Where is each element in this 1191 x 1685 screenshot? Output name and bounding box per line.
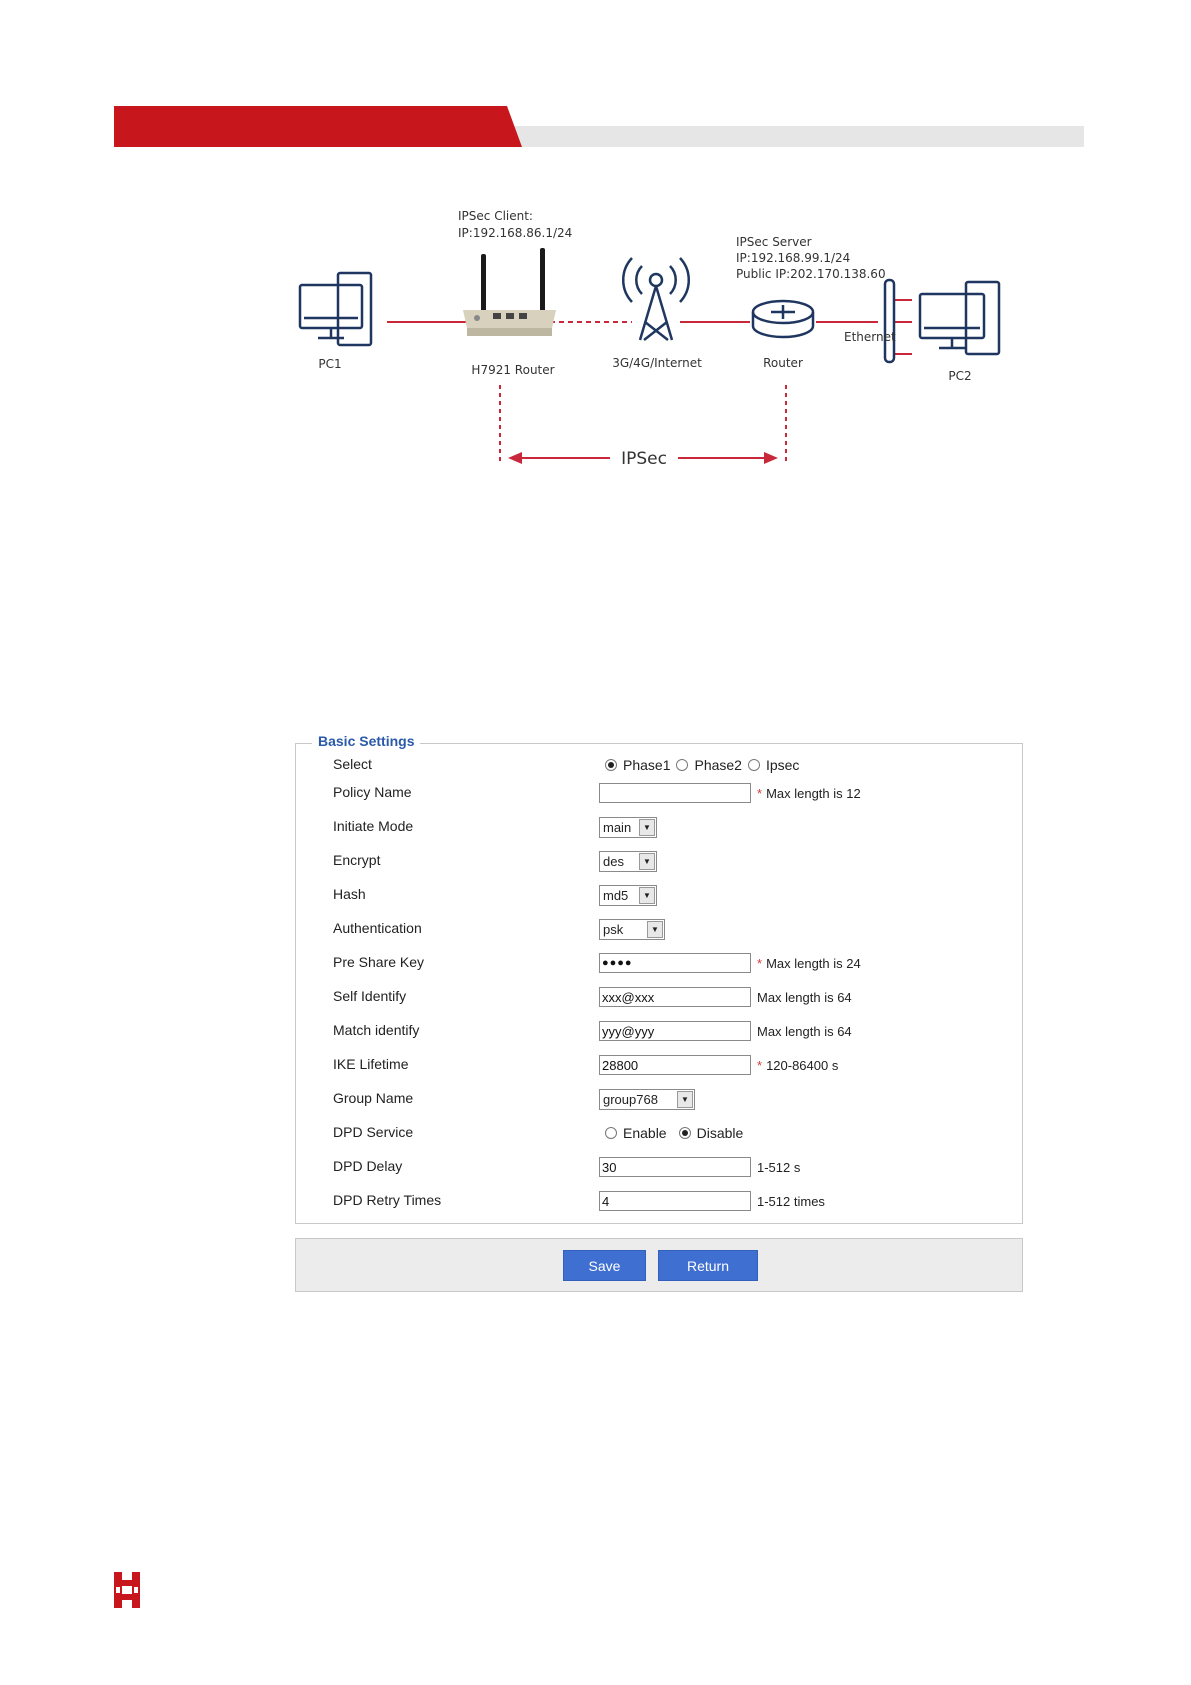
self-identify-input[interactable]: xxx@xxx	[599, 987, 751, 1007]
authentication-label: Authentication	[333, 920, 422, 936]
network-diagram: PC1 H7921 Router IPSec Client: IP:192.16…	[298, 209, 1001, 469]
ethernet-label: Ethernet	[844, 330, 896, 344]
return-button[interactable]: Return	[658, 1250, 758, 1281]
policy-name-row: Policy Name *Max length is 12	[296, 780, 1022, 806]
hash-select[interactable]: md5 ▼	[599, 884, 657, 906]
dpd-delay-row: DPD Delay 30 1-512 s	[296, 1154, 1022, 1180]
basic-settings-panel: Select Phase1 Phase2 Ipsec Policy Name *…	[295, 743, 1023, 1224]
internet-label: 3G/4G/Internet	[612, 356, 702, 370]
policy-name-label: Policy Name	[333, 784, 412, 800]
phase2-label: Phase2	[694, 757, 742, 773]
dpd-service-row: DPD Service Enable Disable	[296, 1120, 1022, 1146]
pc2-icon	[918, 280, 1001, 356]
encrypt-value: des	[603, 853, 624, 869]
chevron-down-icon: ▼	[639, 852, 655, 870]
brand-logo-icon	[114, 1572, 140, 1608]
cell-tower-icon	[622, 257, 690, 341]
dpd-retry-hint: 1-512 times	[757, 1193, 825, 1209]
match-identify-label: Match identify	[333, 1022, 420, 1038]
policy-name-hint: Max length is 12	[766, 785, 861, 801]
required-marker: *	[757, 955, 763, 971]
dpd-enable-radio[interactable]	[605, 1127, 617, 1139]
pre-share-key-label: Pre Share Key	[333, 954, 425, 970]
chevron-down-icon: ▼	[639, 886, 655, 904]
authentication-row: Authentication psk ▼	[296, 916, 1022, 942]
group-name-label: Group Name	[333, 1090, 414, 1106]
select-label: Select	[333, 756, 372, 772]
self-identify-hint: Max length is 64	[757, 989, 852, 1005]
hash-value: md5	[603, 887, 629, 903]
dpd-enable-label: Enable	[623, 1125, 667, 1141]
dpd-retry-row: DPD Retry Times 4 1-512 times	[296, 1188, 1022, 1214]
pre-share-key-row: Pre Share Key ●●●● *Max length is 24	[296, 950, 1022, 976]
button-bar: Save Return	[295, 1238, 1023, 1292]
header-banner	[114, 106, 1084, 147]
encrypt-select[interactable]: des ▼	[599, 850, 657, 872]
h7921-router-label: H7921 Router	[471, 363, 554, 377]
client-title: IPSec Client:	[458, 209, 533, 223]
chevron-down-icon: ▼	[639, 818, 655, 836]
pre-share-key-hint: Max length is 24	[766, 955, 861, 971]
phase2-radio[interactable]	[676, 759, 689, 771]
router-label: Router	[763, 356, 803, 370]
select-row: Select Phase1 Phase2 Ipsec	[296, 752, 1022, 778]
initiate-mode-label: Initiate Mode	[333, 818, 414, 834]
pre-share-key-input[interactable]: ●●●●	[599, 953, 751, 973]
authentication-select[interactable]: psk ▼	[599, 918, 665, 940]
ipsec-radio[interactable]	[747, 759, 760, 771]
chevron-down-icon: ▼	[647, 920, 663, 938]
ike-lifetime-label: IKE Lifetime	[333, 1056, 409, 1072]
basic-settings-legend: Basic Settings	[312, 733, 421, 749]
server-public-ip: Public IP:202.170.138.60	[736, 267, 886, 281]
group-name-select[interactable]: group768 ▼	[599, 1088, 695, 1110]
dpd-retry-label: DPD Retry Times	[333, 1192, 442, 1208]
ethernet-switch-icon	[883, 278, 896, 364]
pc1-icon	[298, 271, 373, 347]
dpd-delay-input[interactable]: 30	[599, 1157, 751, 1177]
encrypt-label: Encrypt	[333, 852, 381, 868]
pc1-label: PC1	[318, 357, 341, 371]
dpd-retry-input[interactable]: 4	[599, 1191, 751, 1211]
dpd-disable-label: Disable	[696, 1125, 744, 1141]
client-ip: IP:192.168.86.1/24	[458, 226, 572, 240]
match-identify-row: Match identify yyy@yyy Max length is 64	[296, 1018, 1022, 1044]
ike-lifetime-row: IKE Lifetime 28800 *120-86400 s	[296, 1052, 1022, 1078]
hash-row: Hash md5 ▼	[296, 882, 1022, 908]
match-identify-input[interactable]: yyy@yyy	[599, 1021, 751, 1041]
encrypt-row: Encrypt des ▼	[296, 848, 1022, 874]
group-name-value: group768	[603, 1091, 658, 1107]
initiate-mode-value: main	[603, 819, 632, 835]
phase1-radio[interactable]	[605, 759, 617, 771]
self-identify-row: Self Identify xxx@xxx Max length is 64	[296, 984, 1022, 1010]
phase1-label: Phase1	[623, 757, 671, 773]
ipsec-label: Ipsec	[765, 757, 800, 773]
required-marker: *	[757, 1057, 763, 1073]
initiate-mode-select[interactable]: main ▼	[599, 816, 657, 838]
match-identify-hint: Max length is 64	[757, 1023, 852, 1039]
dpd-delay-label: DPD Delay	[333, 1158, 403, 1174]
initiate-mode-row: Initiate Mode main ▼	[296, 814, 1022, 840]
authentication-value: psk	[603, 921, 624, 937]
policy-name-input[interactable]	[599, 783, 751, 803]
self-identify-label: Self Identify	[333, 988, 407, 1004]
dpd-service-label: DPD Service	[333, 1124, 414, 1140]
server-ip: IP:192.168.99.1/24	[736, 251, 850, 265]
dpd-disable-radio[interactable]	[678, 1127, 691, 1139]
group-name-row: Group Name group768 ▼	[296, 1086, 1022, 1112]
server-title: IPSec Server	[736, 235, 812, 249]
ike-lifetime-input[interactable]: 28800	[599, 1055, 751, 1075]
pc2-label: PC2	[948, 369, 971, 383]
h7921-router-icon	[463, 248, 556, 336]
router-icon	[751, 299, 815, 339]
hash-label: Hash	[333, 886, 366, 902]
dpd-delay-hint: 1-512 s	[757, 1159, 801, 1175]
ike-lifetime-hint: 120-86400 s	[766, 1057, 839, 1073]
ipsec-tunnel-label: IPSec	[621, 449, 667, 469]
save-button[interactable]: Save	[563, 1250, 646, 1281]
chevron-down-icon: ▼	[677, 1090, 693, 1108]
required-marker: *	[757, 785, 763, 801]
